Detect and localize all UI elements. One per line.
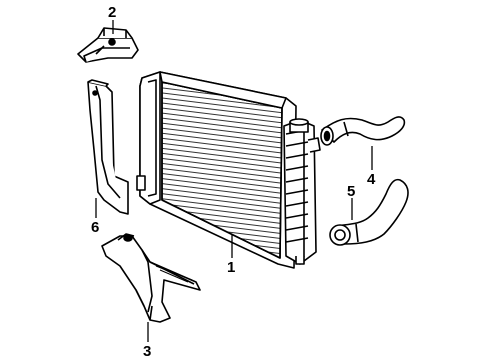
side-baffle-part — [87, 79, 129, 215]
callout-5: 5 — [347, 183, 355, 200]
callout-2: 2 — [108, 4, 116, 21]
callout-6: 6 — [91, 219, 99, 236]
radiator-part — [136, 71, 321, 269]
upper-hose-part — [320, 116, 406, 146]
upper-bracket-part — [77, 27, 139, 63]
callouts: 2 6 1 4 5 3 — [91, 4, 376, 360]
lower-support-part — [101, 233, 201, 323]
callout-3: 3 — [143, 343, 151, 360]
leader-lines — [95, 20, 373, 342]
callout-4: 4 — [367, 171, 376, 188]
lower-hose-part — [329, 178, 409, 246]
callout-1: 1 — [227, 259, 235, 276]
